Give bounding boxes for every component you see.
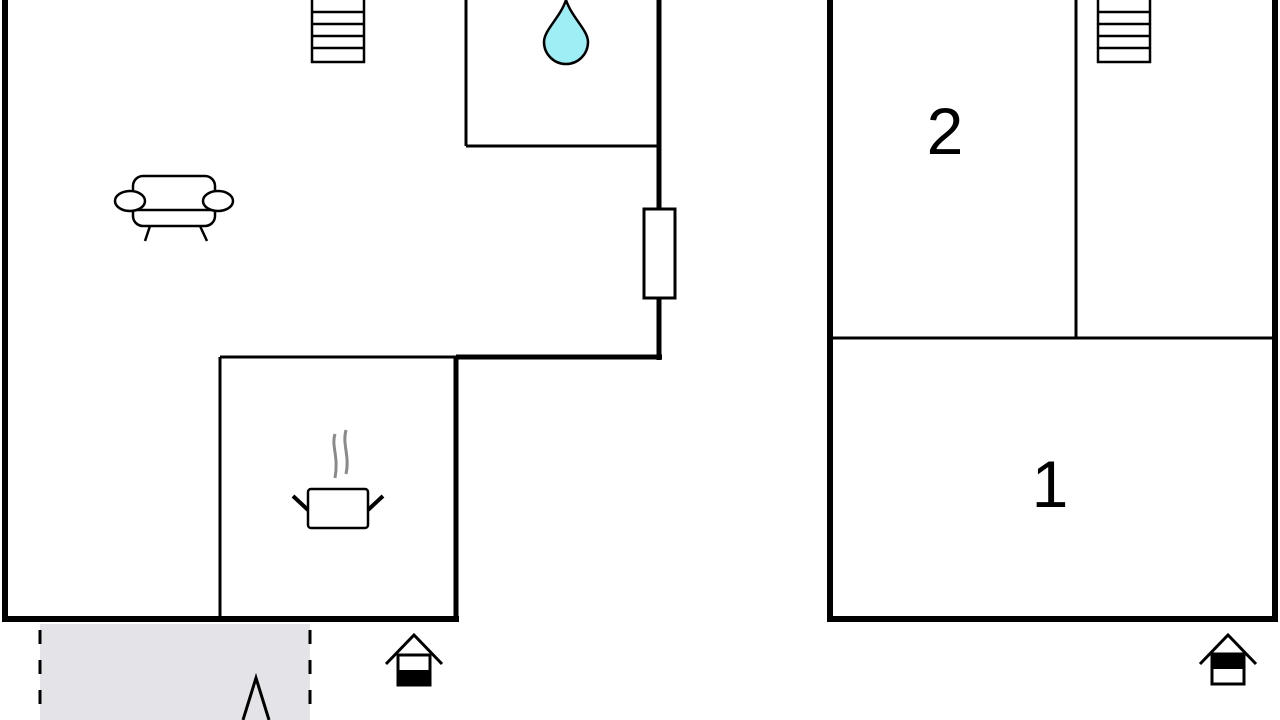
entrance-icon [384,632,444,687]
water-drop-icon [542,0,590,66]
window-icon [642,207,677,300]
staircase-icon [310,0,366,64]
terrace-triangle-icon [241,672,271,720]
left-building [2,0,662,622]
patio [38,624,312,720]
sofa-icon [113,174,235,242]
cooking-pot-icon [291,429,385,530]
staircase-icon [1096,0,1152,64]
room-label-1: 1 [1032,447,1069,521]
room-label-2: 2 [927,94,964,168]
entrance-icon [1198,632,1258,686]
right-building [827,0,1278,622]
